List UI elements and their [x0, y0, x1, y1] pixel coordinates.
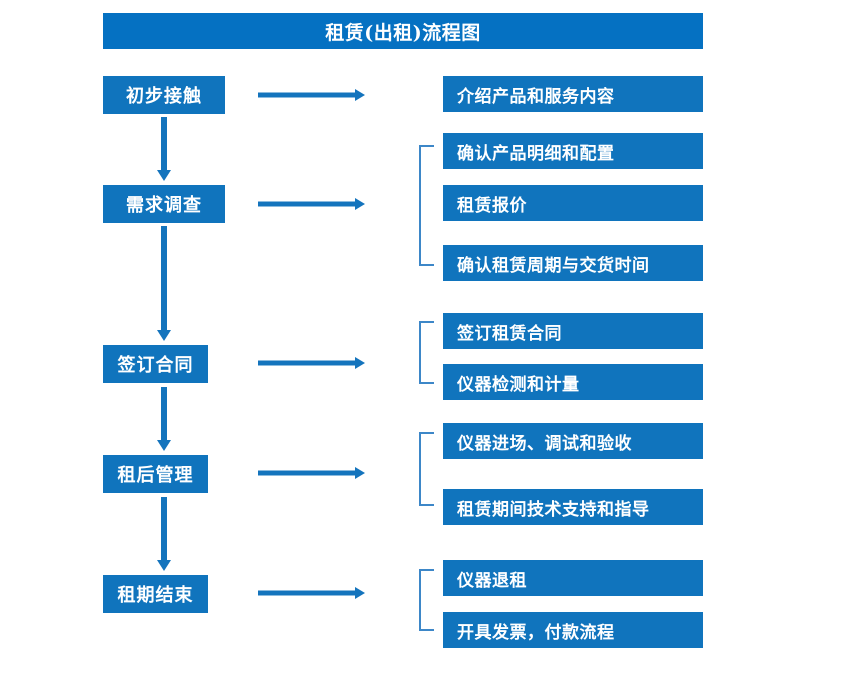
stage-sign-contract[interactable]: 签订合同 — [103, 345, 208, 383]
stage-sign-contract-group-bracket — [419, 321, 434, 384]
detail-instrument-inspection[interactable]: 仪器检测和计量 — [443, 364, 703, 400]
stage-demand-survey[interactable]: 需求调查 — [103, 185, 225, 223]
detail-invoice-payment[interactable]: 开具发票，付款流程 — [443, 612, 703, 648]
detail-technical-support[interactable]: 租赁期间技术支持和指导 — [443, 489, 703, 525]
stage-initial-contact-down-arrow — [157, 117, 171, 181]
detail-introduce-products[interactable]: 介绍产品和服务内容 — [443, 76, 703, 112]
stage-demand-survey-group-bracket — [419, 145, 434, 266]
detail-instrument-return[interactable]: 仪器退租 — [443, 560, 703, 596]
page-title: 租赁(出租)流程图 — [103, 13, 703, 49]
stage-post-rental-management-right-arrow — [258, 467, 365, 479]
detail-rental-quotation[interactable]: 租赁报价 — [443, 185, 703, 221]
stage-post-rental-management[interactable]: 租后管理 — [103, 455, 208, 493]
stage-initial-contact[interactable]: 初步接触 — [103, 76, 225, 114]
stage-lease-end-right-arrow — [258, 587, 365, 599]
detail-confirm-product-spec[interactable]: 确认产品明细和配置 — [443, 133, 703, 169]
stage-sign-contract-down-arrow — [157, 387, 171, 451]
stage-post-rental-management-group-bracket — [419, 432, 434, 506]
stage-initial-contact-right-arrow — [258, 89, 365, 101]
detail-instrument-entry-commission[interactable]: 仪器进场、调试和验收 — [443, 423, 703, 459]
stage-post-rental-management-down-arrow — [157, 497, 171, 571]
detail-confirm-period-delivery[interactable]: 确认租赁周期与交货时间 — [443, 245, 703, 281]
stage-demand-survey-down-arrow — [157, 226, 171, 341]
stage-lease-end[interactable]: 租期结束 — [103, 575, 208, 613]
stage-demand-survey-right-arrow — [258, 198, 365, 210]
stage-sign-contract-right-arrow — [258, 357, 365, 369]
stage-lease-end-group-bracket — [419, 569, 434, 631]
detail-sign-rental-contract[interactable]: 签订租赁合同 — [443, 313, 703, 349]
